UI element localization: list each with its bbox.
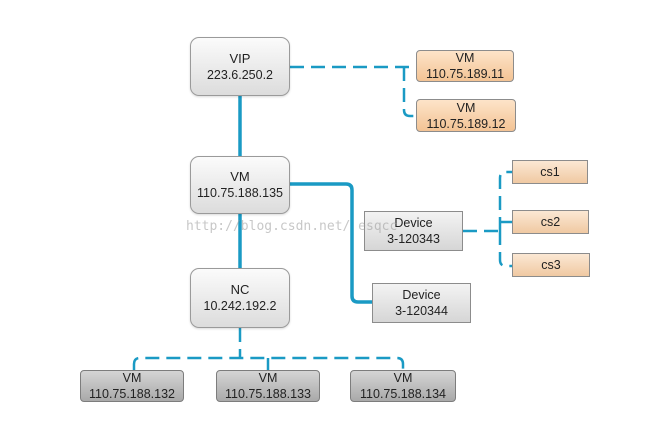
vm-main-node-title: VM [230,169,250,184]
vm-189-11-title: VM [455,51,475,65]
device-2-node: Device 3-120344 [372,283,471,323]
vip-node-title: VIP [229,50,251,66]
device-2-title: Device [402,288,441,302]
vip-node: VIP 223.6.250.2 [190,37,290,96]
vm-188-134-ip: 110.75.188.134 [360,387,446,401]
cs1-label: cs1 [540,165,560,179]
nc-node-ip: 10.242.192.2 [203,299,277,313]
vm-188-132-node: VM 110.75.188.132 [80,370,184,402]
vm-main-node-ip: 110.75.188.135 [197,186,283,200]
nc-node-title: NC [230,282,250,297]
vm-main-node: VM 110.75.188.135 [190,156,290,214]
vm-189-12-ip: 110.75.189.12 [426,116,506,131]
cs3-node: cs3 [512,253,590,277]
link-vm-devices [290,182,372,304]
device-1-id: 3-120343 [387,232,440,246]
link-vip-vm-189-12 [402,67,416,118]
device-1-title: Device [394,216,433,230]
vm-189-11-node: VM 110.75.189.11 [416,50,514,82]
vm-189-12-node: VM 110.75.189.12 [416,99,516,132]
vm-188-133-ip: 110.75.188.133 [225,387,311,401]
link-device-cs1 [498,170,512,231]
vip-node-ip: 223.6.250.2 [206,67,274,82]
vm-189-11-ip: 110.75.189.11 [425,67,505,81]
cs2-label: cs2 [540,215,561,229]
vm-188-133-title: VM [258,371,278,385]
cs2-node: cs2 [512,210,589,234]
watermark: http://blog.csdn.net/ esqcc [186,219,398,234]
cs3-label: cs3 [541,258,561,272]
link-bus-bottom-vms [132,356,405,370]
device-1-node: Device 3-120343 [364,211,463,251]
vm-188-132-ip: 110.75.188.132 [89,387,175,401]
vm-188-132-title: VM [122,371,142,385]
vm-188-134-node: VM 110.75.188.134 [350,370,456,402]
vm-188-134-title: VM [393,371,413,385]
device-2-id: 3-120344 [395,304,448,318]
nc-node: NC 10.242.192.2 [190,268,290,328]
vm-189-12-title: VM [456,100,476,115]
vm-188-133-node: VM 110.75.188.133 [216,370,320,402]
cs1-node: cs1 [512,160,588,184]
link-device-cs3 [498,231,512,268]
